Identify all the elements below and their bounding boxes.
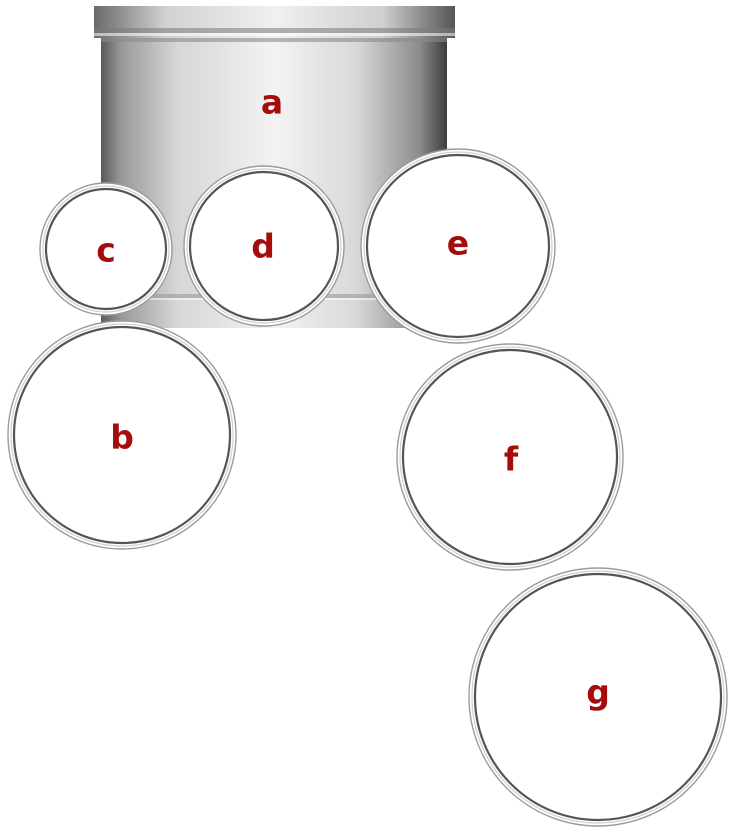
drum-d-head [183, 165, 345, 327]
label-f: f [504, 440, 519, 479]
label-e: e [447, 224, 469, 263]
label-b: b [110, 418, 134, 457]
label-g: g [586, 673, 610, 712]
drum-c-head [39, 182, 173, 316]
drum-e-head [360, 148, 556, 344]
drum-g-head [468, 567, 728, 827]
label-a: a [261, 83, 283, 122]
label-c: c [96, 231, 116, 270]
drum-f-head [396, 343, 624, 571]
drum-b-head [7, 320, 237, 550]
label-d: d [251, 227, 275, 266]
